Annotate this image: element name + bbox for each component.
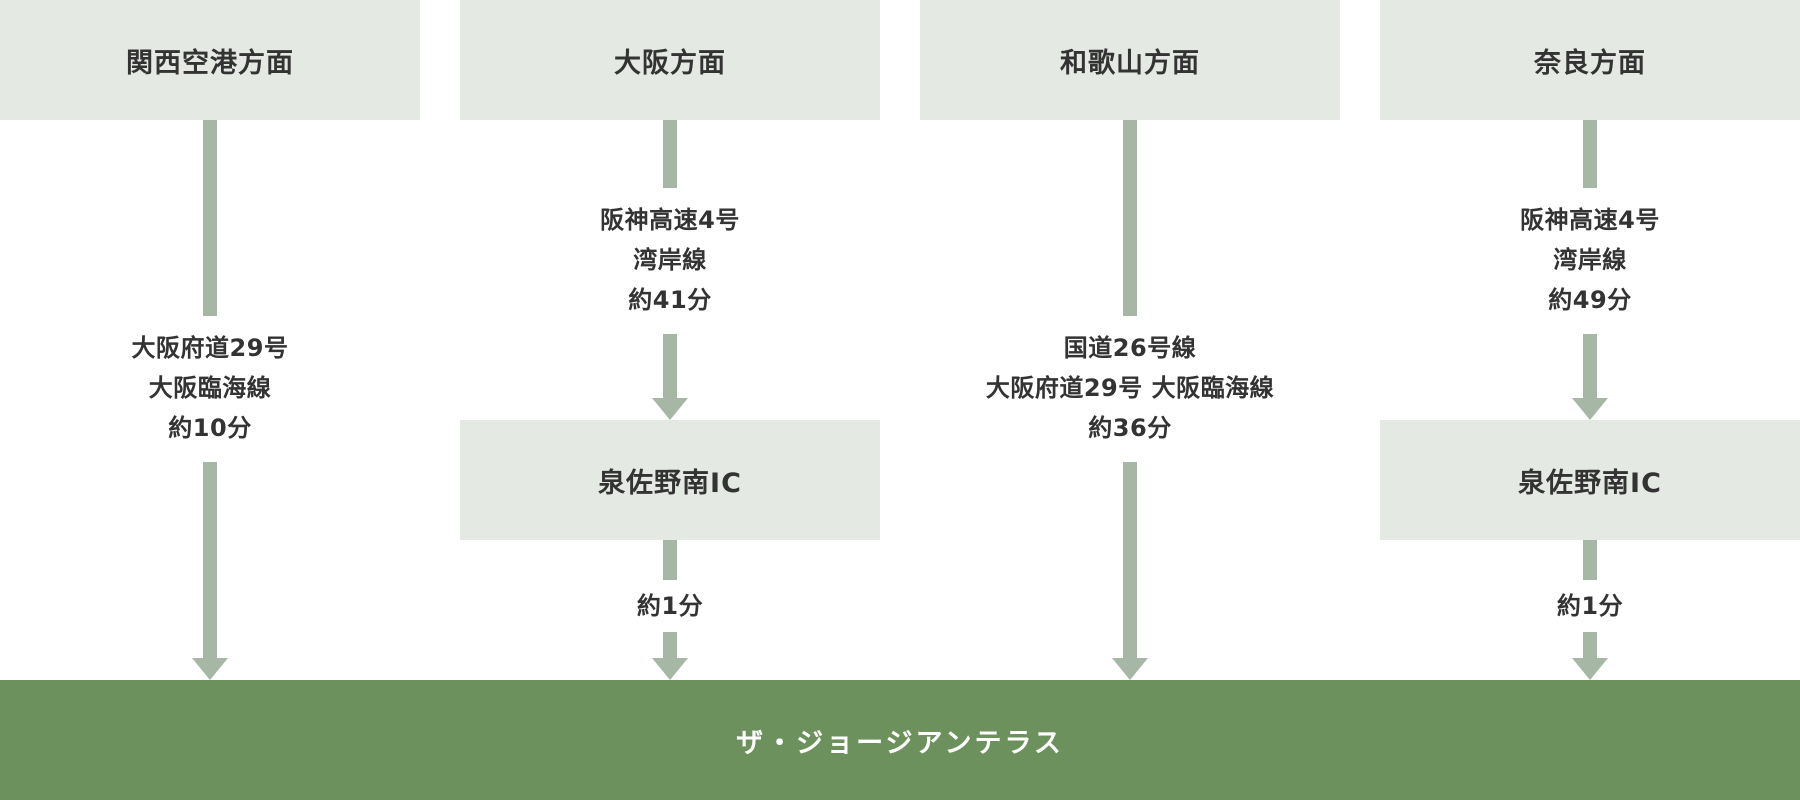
arrow-head-icon (1112, 658, 1148, 680)
interchange-box: 泉佐野南IC (1380, 420, 1800, 540)
route-wakayama: 和歌山方面 国道26号線 大阪府道29号 大阪臨海線 約36分 (920, 0, 1340, 680)
route-line: 湾岸線 (1553, 246, 1627, 274)
origin-box: 大阪方面 (460, 0, 880, 120)
interchange-box: 泉佐野南IC (460, 420, 880, 540)
arrow-shaft (1583, 632, 1597, 658)
arrow-shaft (663, 120, 677, 188)
destination-box: ザ・ジョージアンテラス (0, 680, 1800, 800)
arrow-shaft (1583, 334, 1597, 398)
origin-label: 関西空港方面 (126, 47, 294, 79)
route-road: 国道26号線 (1063, 334, 1197, 362)
arrow-shaft (203, 120, 217, 316)
interchange-label: 泉佐野南IC (1518, 467, 1662, 499)
origin-box: 和歌山方面 (920, 0, 1340, 120)
origin-box: 関西空港方面 (0, 0, 420, 120)
arrow-shaft (1583, 540, 1597, 580)
route-osaka: 大阪方面 阪神高速4号 湾岸線 約41分 泉佐野南IC 約1分 (460, 0, 880, 680)
origin-box: 奈良方面 (1380, 0, 1800, 120)
arrow-shaft (1123, 120, 1137, 316)
route-info: 国道26号線 大阪府道29号 大阪臨海線 約36分 (920, 328, 1340, 448)
route-time: 約49分 (1548, 286, 1632, 314)
route-time: 約36分 (1088, 414, 1172, 442)
route-kansai-airport: 関西空港方面 大阪府道29号 大阪臨海線 約10分 (0, 0, 420, 680)
route-road: 大阪府道29号 (131, 334, 289, 362)
route-line: 湾岸線 (633, 246, 707, 274)
arrow-shaft (1583, 120, 1597, 188)
route-time: 約10分 (168, 414, 252, 442)
arrow-shaft (203, 462, 217, 658)
origin-label: 和歌山方面 (1060, 47, 1200, 79)
route-road: 阪神高速4号 (600, 206, 740, 234)
arrow-shaft (663, 632, 677, 658)
arrow-head-icon (652, 398, 688, 420)
route-nara: 奈良方面 阪神高速4号 湾岸線 約49分 泉佐野南IC 約1分 (1380, 0, 1800, 680)
final-leg-time: 約1分 (636, 592, 704, 620)
final-leg-info: 約1分 (1380, 586, 1800, 626)
route-time: 約41分 (628, 286, 712, 314)
arrow-head-icon (652, 658, 688, 680)
route-road: 阪神高速4号 (1520, 206, 1660, 234)
arrow-shaft (663, 540, 677, 580)
route-info: 阪神高速4号 湾岸線 約41分 (460, 200, 880, 320)
route-info: 阪神高速4号 湾岸線 約49分 (1380, 200, 1800, 320)
route-info: 大阪府道29号 大阪臨海線 約10分 (0, 328, 420, 448)
arrow-head-icon (1572, 398, 1608, 420)
arrow-shaft (663, 334, 677, 398)
arrow-head-icon (1572, 658, 1608, 680)
origin-label: 奈良方面 (1534, 47, 1646, 79)
arrow-shaft (1123, 462, 1137, 658)
route-line: 大阪臨海線 (148, 374, 272, 402)
interchange-label: 泉佐野南IC (598, 467, 742, 499)
final-leg-info: 約1分 (460, 586, 880, 626)
final-leg-time: 約1分 (1556, 592, 1624, 620)
origin-label: 大阪方面 (614, 47, 726, 79)
route-line: 大阪府道29号 大阪臨海線 (985, 374, 1275, 402)
destination-label: ザ・ジョージアンテラス (736, 727, 1064, 759)
arrow-head-icon (192, 658, 228, 680)
